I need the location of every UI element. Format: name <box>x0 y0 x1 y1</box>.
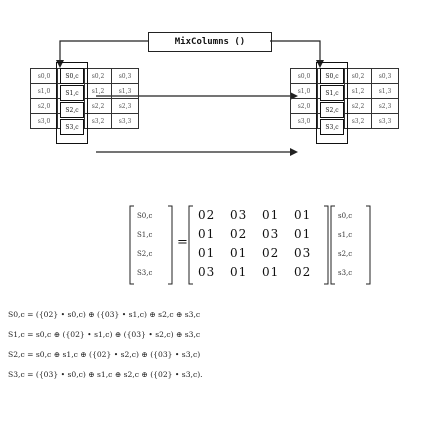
matrix-cell: 01 <box>294 208 312 222</box>
input-column-highlight <box>56 62 88 144</box>
equation-line: S2,c = s0,c ⊕ s1,c ⊕ ({02} • s2,c) ⊕ ({0… <box>8 350 201 359</box>
lhs-entry: S0,c <box>137 212 153 220</box>
matrix-cell: 01 <box>230 265 248 279</box>
rhs-entry: s0,c <box>338 212 353 220</box>
matrix-cell: 02 <box>262 246 280 260</box>
mixcolumns-title: MixColumns () <box>148 32 272 52</box>
output-column-cell: S2,c <box>320 102 344 118</box>
grid-cell: s3,3 <box>371 113 399 129</box>
output-column-highlight <box>316 62 348 144</box>
grid-cell: s0,3 <box>371 68 399 84</box>
matrix-cell: 02 <box>198 208 216 222</box>
rhs-entry: s3,c <box>338 269 353 277</box>
matrix-cell: 03 <box>198 265 216 279</box>
matrix-cell: 02 <box>294 265 312 279</box>
rhs-entry: s2,c <box>338 250 353 258</box>
input-column-cell: S1,c <box>60 85 84 101</box>
output-column-cell: S0,c <box>320 68 344 84</box>
output-column-cell: S3,c <box>320 119 344 135</box>
equation-line: S3,c = ({03} • s0,c) ⊕ s1,c ⊕ s2,c ⊕ ({0… <box>8 370 203 379</box>
matrix-cell: 02 <box>230 227 248 241</box>
equation-line: S0,c = ({02} • s0,c) ⊕ ({03} • s1,c) ⊕ s… <box>8 310 201 319</box>
equals-sign: = <box>177 235 188 250</box>
grid-cell: s3,0 <box>30 113 58 129</box>
equation-line: S1,c = s0,c ⊕ ({02} • s1,c) ⊕ ({03} • s2… <box>8 330 201 339</box>
matrix-cell: 03 <box>262 227 280 241</box>
matrix-cell: 03 <box>294 246 312 260</box>
lhs-entry: S2,c <box>137 250 153 258</box>
lhs-entry: S1,c <box>137 231 153 239</box>
matrix-cell: 01 <box>198 227 216 241</box>
matrix-cell: 03 <box>230 208 248 222</box>
input-column-cell: S0,c <box>60 68 84 84</box>
input-column-cell: S3,c <box>60 119 84 135</box>
output-column-cell: S1,c <box>320 85 344 101</box>
matrix-cell: 01 <box>230 246 248 260</box>
matrix-cell: 01 <box>262 265 280 279</box>
grid-cell: s3,3 <box>111 113 139 129</box>
matrix-cell: 01 <box>262 208 280 222</box>
matrix-cell: 01 <box>198 246 216 260</box>
input-column-cell: S2,c <box>60 102 84 118</box>
lhs-entry: S3,c <box>137 269 153 277</box>
matrix-cell: 01 <box>294 227 312 241</box>
rhs-entry: s1,c <box>338 231 353 239</box>
